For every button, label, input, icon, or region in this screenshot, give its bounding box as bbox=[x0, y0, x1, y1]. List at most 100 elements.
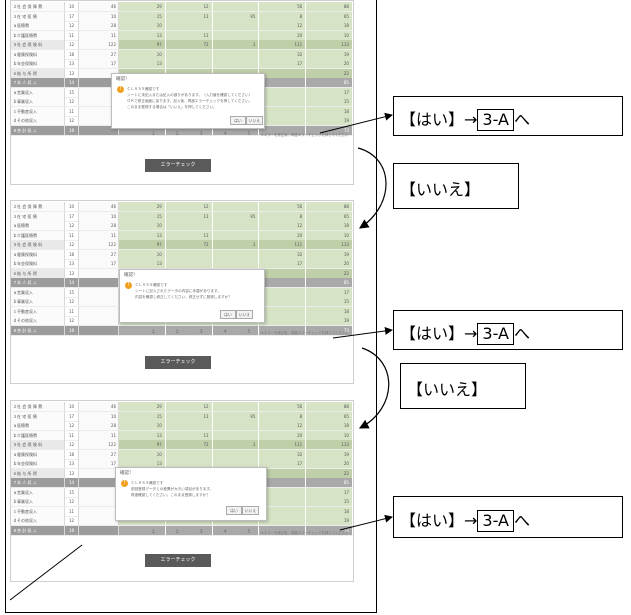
error-check-button[interactable]: エラーチェック bbox=[145, 554, 211, 567]
input-cell[interactable]: 12 bbox=[165, 402, 213, 411]
input-cell[interactable]: 1 bbox=[212, 240, 260, 249]
input-cell[interactable]: 1 bbox=[212, 440, 260, 449]
input-cell[interactable] bbox=[259, 497, 307, 506]
input-cell[interactable] bbox=[119, 125, 166, 135]
input-cell[interactable] bbox=[165, 325, 213, 335]
input-cell[interactable]: 19 bbox=[306, 49, 353, 59]
no-button[interactable]: いいえ bbox=[236, 310, 253, 319]
input-cell[interactable] bbox=[212, 30, 260, 40]
input-cell[interactable]: 1 bbox=[212, 40, 260, 49]
input-cell[interactable]: 17 bbox=[306, 87, 353, 97]
input-cell[interactable] bbox=[212, 525, 260, 535]
error-check-button[interactable]: エラーチェック bbox=[145, 356, 211, 369]
pager[interactable]: １ ２ ３ ４ ５ bbox=[151, 530, 261, 535]
input-cell[interactable] bbox=[212, 202, 260, 211]
input-cell[interactable]: 15 bbox=[119, 411, 166, 421]
input-cell[interactable] bbox=[119, 525, 166, 535]
input-cell[interactable]: 13 bbox=[119, 459, 166, 468]
input-cell[interactable]: 17 bbox=[259, 259, 307, 268]
input-cell[interactable]: 10 bbox=[119, 49, 166, 59]
input-cell[interactable]: 65 bbox=[306, 211, 353, 221]
input-cell[interactable] bbox=[259, 78, 307, 87]
input-cell[interactable]: 85 bbox=[306, 278, 353, 287]
input-cell[interactable] bbox=[212, 430, 260, 440]
input-cell[interactable] bbox=[165, 59, 213, 68]
input-cell[interactable]: 32 bbox=[259, 449, 307, 459]
input-cell[interactable] bbox=[165, 449, 213, 459]
input-cell[interactable] bbox=[259, 516, 307, 525]
input-cell[interactable] bbox=[259, 287, 307, 297]
input-cell[interactable]: 95 bbox=[212, 11, 260, 21]
yes-button[interactable]: はい bbox=[230, 116, 246, 125]
input-cell[interactable]: 111 bbox=[259, 240, 307, 249]
input-cell[interactable]: 72 bbox=[165, 40, 213, 49]
input-cell[interactable]: 12 bbox=[165, 202, 213, 211]
input-cell[interactable]: 15 bbox=[119, 11, 166, 21]
input-cell[interactable]: 13 bbox=[119, 430, 166, 440]
input-cell[interactable] bbox=[119, 325, 166, 335]
input-cell[interactable]: 10 bbox=[119, 221, 166, 230]
input-cell[interactable]: 56 bbox=[259, 402, 307, 411]
input-cell[interactable]: 88 bbox=[306, 2, 353, 11]
input-cell[interactable] bbox=[212, 402, 260, 411]
input-cell[interactable]: 20 bbox=[259, 430, 307, 440]
input-cell[interactable]: 11 bbox=[165, 430, 213, 440]
input-cell[interactable]: 18 bbox=[306, 106, 353, 116]
input-cell[interactable]: 15 bbox=[306, 497, 353, 506]
input-cell[interactable]: 19 bbox=[306, 116, 353, 125]
input-cell[interactable] bbox=[259, 125, 307, 135]
input-cell[interactable]: 22 bbox=[306, 268, 353, 278]
input-cell[interactable]: 13 bbox=[119, 30, 166, 40]
input-cell[interactable]: 19 bbox=[306, 516, 353, 525]
input-cell[interactable]: 32 bbox=[259, 49, 307, 59]
input-cell[interactable]: 113 bbox=[306, 440, 353, 449]
input-cell[interactable]: 18 bbox=[306, 221, 353, 230]
input-cell[interactable]: 12 bbox=[259, 21, 307, 30]
input-cell[interactable]: 32 bbox=[259, 249, 307, 259]
input-cell[interactable] bbox=[212, 259, 260, 268]
input-cell[interactable]: 8 bbox=[259, 11, 307, 21]
input-cell[interactable] bbox=[259, 325, 307, 335]
input-cell[interactable] bbox=[212, 230, 260, 240]
input-cell[interactable]: 29 bbox=[119, 2, 166, 11]
input-cell[interactable] bbox=[259, 116, 307, 125]
input-cell[interactable]: 12 bbox=[259, 221, 307, 230]
input-cell[interactable]: 22 bbox=[306, 468, 353, 478]
input-cell[interactable]: 12 bbox=[259, 421, 307, 430]
input-cell[interactable] bbox=[165, 21, 213, 30]
input-cell[interactable]: 88 bbox=[306, 402, 353, 411]
input-cell[interactable]: 65 bbox=[306, 11, 353, 21]
input-cell[interactable]: 19 bbox=[306, 249, 353, 259]
input-cell[interactable] bbox=[165, 421, 213, 430]
input-cell[interactable] bbox=[165, 525, 213, 535]
input-cell[interactable]: 19 bbox=[306, 316, 353, 325]
input-cell[interactable] bbox=[259, 268, 307, 278]
input-cell[interactable]: 11 bbox=[165, 411, 213, 421]
input-cell[interactable]: 8 bbox=[259, 211, 307, 221]
input-cell[interactable] bbox=[212, 221, 260, 230]
pager[interactable]: １ ２ ３ ４ ５ bbox=[151, 330, 261, 335]
input-cell[interactable]: 13 bbox=[119, 259, 166, 268]
input-cell[interactable]: 10 bbox=[119, 449, 166, 459]
input-cell[interactable] bbox=[212, 49, 260, 59]
input-cell[interactable]: 10 bbox=[306, 430, 353, 440]
input-cell[interactable]: 11 bbox=[165, 230, 213, 240]
input-cell[interactable]: 13 bbox=[119, 230, 166, 240]
input-cell[interactable] bbox=[212, 125, 260, 135]
input-cell[interactable]: 8 bbox=[259, 411, 307, 421]
input-cell[interactable]: 11 bbox=[165, 211, 213, 221]
input-cell[interactable]: 15 bbox=[119, 211, 166, 221]
input-cell[interactable] bbox=[212, 459, 260, 468]
input-cell[interactable]: 10 bbox=[119, 421, 166, 430]
input-cell[interactable]: 113 bbox=[306, 240, 353, 249]
input-cell[interactable] bbox=[212, 2, 260, 11]
error-check-button[interactable]: エラーチェック bbox=[145, 159, 211, 172]
no-button[interactable]: いいえ bbox=[242, 506, 259, 515]
input-cell[interactable] bbox=[259, 278, 307, 287]
input-cell[interactable] bbox=[212, 249, 260, 259]
input-cell[interactable] bbox=[259, 297, 307, 306]
pager[interactable]: １ ２ ３ ４ ５ bbox=[151, 132, 261, 137]
input-cell[interactable]: 15 bbox=[306, 297, 353, 306]
input-cell[interactable] bbox=[165, 221, 213, 230]
input-cell[interactable]: 10 bbox=[306, 30, 353, 40]
